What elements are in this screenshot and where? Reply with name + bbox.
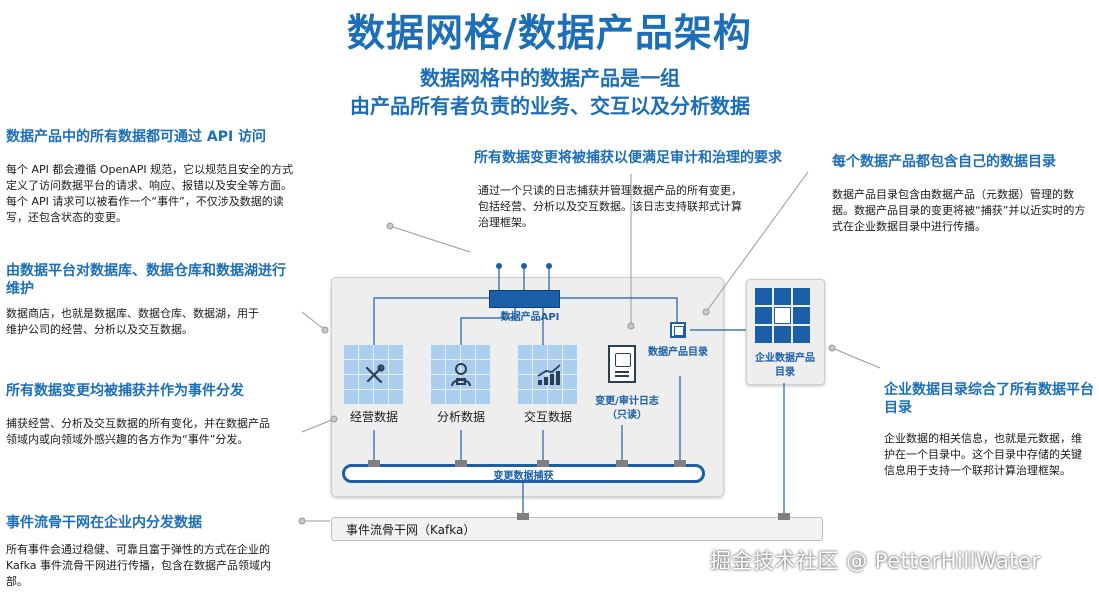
wire-api-operational [373,297,489,345]
panel-enterprise-catalog: 企业数据目录综合了所有数据平台目录 企业数据的相关信息，也就是元数据，维护在一个… [884,381,1094,479]
connector-block [517,513,529,520]
bar-chart-icon [537,364,561,385]
data-product-api-bar [489,290,560,308]
panel-body: 企业数据的相关信息，也就是元数据，维护在一个目录中。这个目录中存储的关键信息用于… [884,432,1082,477]
tile-grid [518,345,578,404]
callout-line-platform [301,311,326,331]
callout-dot [321,326,329,334]
panel-body: 每个 API 都会遵循 OpenAPI 规范，它以规范且安全的方式定义了访问数据… [6,163,294,224]
panel-body: 通过一个只读的日志捕获并管理数据产品的所有变更，包括经营、分析以及交互数据。该日… [478,184,742,229]
tile-grid [344,345,404,404]
callout-dot [828,344,836,352]
audit-log-icon [608,345,636,383]
panel-data-platform: 由数据平台对数据库、数据仓库和数据湖进行维护 数据商店，也就是数据库、数据仓库、… [6,262,296,338]
page-title: 数据网格/数据产品架构 [347,11,752,55]
panel-api-access: 数据产品中的所有数据都可通过 API 访问 每个 API 都会遵循 OpenAP… [6,128,298,226]
panel-heading: 企业数据目录综合了所有数据平台目录 [884,382,1094,416]
connector-block [778,513,790,520]
callout-dot [330,415,338,423]
analyst-icon [451,363,471,387]
panel-body: 数据产品目录包含由数据产品（元数据）管理的数据。数据产品目录的变更将被“捕获”并… [832,188,1086,233]
cdc-label: 变更数据捕获 [493,471,554,482]
store-operational: 经营数据 [344,345,404,425]
connector-block [368,460,380,467]
catalog-label: 数据产品目录 [648,347,708,358]
store-label: 交互数据 [523,410,572,424]
enterprise-catalog-label: 企业数据产品目录 [755,353,815,378]
wire-api-analytical [460,306,516,345]
subtitle: 数据网格中的数据产品是一组 由产品所有者负责的业务、交互以及分析数据 [260,64,840,120]
store-label: 分析数据 [436,410,485,424]
store-label: 经营数据 [349,410,398,424]
watermark: 掘金技术社区 @ PetterHillWater [710,549,1041,573]
panel-heading: 数据产品中的所有数据都可通过 API 访问 [6,129,267,145]
kafka-label: 事件流骨干网（Kafka） [346,523,476,537]
callout-dot [298,517,306,525]
connector-block [674,460,686,467]
panel-audit: 所有数据变更将被捕获以便满足审计和治理的要求 通过一个只读的日志捕获并管理数据产… [474,149,819,231]
callout-dot [627,322,635,330]
panel-heading: 由数据平台对数据库、数据仓库和数据湖进行维护 [6,263,286,297]
api-antenna-dot [546,263,552,269]
kafka-backbone-bar [331,517,823,541]
panel-body: 所有事件会通过稳健、可靠且富于弹性的方式在企业的 Kafka 事件流骨干网进行传… [6,543,272,588]
panel-change-events: 所有数据变更均被捕获并作为事件分发 捕获经营、分析及交互数据的所有变化，并在数据… [6,382,296,448]
panel-body: 捕获经营、分析及交互数据的所有变化，并在数据产品领域内或向领域外感兴趣的各方作为… [6,417,270,446]
connector-block [616,460,628,467]
panel-heading: 所有数据变更均被捕获并作为事件分发 [6,383,244,399]
connector-block [537,460,549,467]
wire-api-catalog [558,297,678,322]
subtitle-line-1: 数据网格中的数据产品是一组 [420,66,680,90]
change-data-capture-bar [342,464,705,483]
panel-heading: 所有数据变更将被捕获以便满足审计和治理的要求 [474,150,782,166]
subtitle-line-2: 由产品所有者负责的业务、交互以及分析数据 [350,94,750,118]
store-interactive: 交互数据 [518,345,578,425]
tools-icon [365,364,385,384]
catalog-icon [670,322,686,338]
tile-grid [431,345,491,404]
callout-line-events [301,418,335,433]
audit-log-label: 变更/审计日志（只读） [595,396,659,421]
api-label: 数据产品API [500,312,560,323]
panel-event-backbone: 事件流骨干网在企业内分发数据 所有事件会通过稳健、可靠且富于弹性的方式在企业的 … [6,514,296,590]
panel-product-catalog: 每个数据产品都包含自己的数据目录 数据产品目录包含由数据产品（元数据）管理的数据… [832,153,1094,235]
callout-line-product-catalog [705,171,809,313]
connector-block [455,460,467,467]
api-antenna-dot [496,263,502,269]
store-analytical: 分析数据 [431,345,491,425]
panel-body: 数据商店，也就是数据库、数据仓库、数据湖，用于维护公司的经营、分析以及交互数据。 [6,307,259,336]
callout-line-enterprise-catalog [831,347,881,369]
callout-dot [386,222,394,230]
callout-line-api [389,225,471,253]
panel-heading: 事件流骨干网在企业内分发数据 [6,515,202,531]
panel-heading: 每个数据产品都包含自己的数据目录 [832,154,1056,170]
enterprise-catalog-grid [755,288,810,343]
callout-dot [702,308,710,316]
api-antenna-dot [521,263,527,269]
